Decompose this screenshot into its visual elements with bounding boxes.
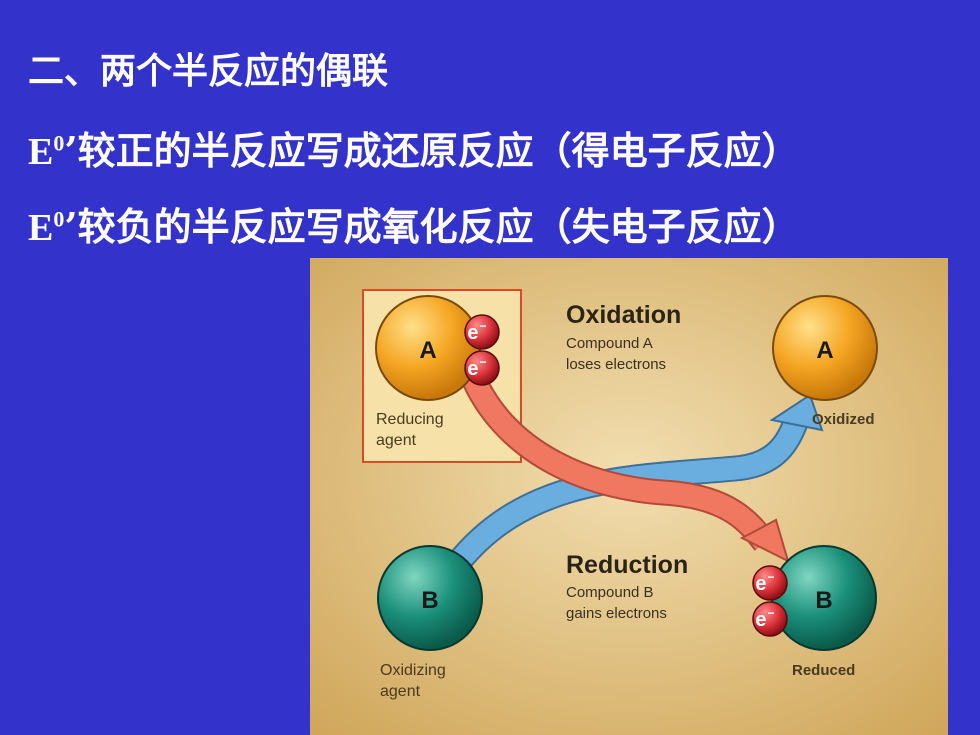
reduction-desc-2: gains electrons	[566, 605, 667, 622]
electron-label: e−	[467, 355, 486, 380]
oxidation-desc-1: Compound A	[566, 335, 653, 352]
blue-electron-arrow	[447, 393, 824, 572]
oxidized-label: Oxidized	[812, 411, 875, 428]
electron-label: e−	[755, 606, 774, 631]
heading-line-3-text: ’较负的半反应写成氧化反应（失电子反应）	[64, 204, 800, 249]
oxidation-title: Oxidation	[566, 301, 681, 329]
reducing-agent-label-1: Reducing	[376, 411, 444, 428]
redox-diagram: A e− e− Reducing agent Oxidation Compoun…	[310, 258, 948, 735]
electron-icon	[752, 565, 788, 601]
oxidizing-agent-label-2: agent	[380, 683, 421, 700]
compound-a-label: A	[419, 337, 436, 364]
red-electron-arrow	[457, 365, 790, 563]
electron-icon	[464, 314, 500, 350]
oxidizing-agent-label-1: Oxidizing	[380, 662, 446, 679]
electron-label: e−	[755, 570, 774, 595]
potential-symbol: E	[28, 131, 54, 173]
heading-line-3: E0’较负的半反应写成氧化反应（失电子反应）	[28, 196, 800, 251]
oxidized-compound-a-sphere	[772, 295, 878, 401]
oxidized-compound-a-label: A	[816, 337, 833, 364]
compound-b-sphere	[377, 545, 483, 651]
reduced-compound-b-label: B	[815, 587, 832, 614]
potential-superscript: 0	[53, 130, 65, 156]
heading-line-1: 二、两个半反应的偶联	[28, 50, 389, 92]
electron-icon	[752, 601, 788, 637]
oxidation-desc-2: loses electrons	[566, 356, 666, 373]
reducing-agent-label-2: agent	[376, 432, 417, 449]
heading-line-2: E0’较正的半反应写成还原反应（得电子反应）	[28, 120, 800, 175]
reduction-title: Reduction	[566, 551, 688, 579]
potential-superscript: 0	[53, 206, 65, 232]
reduction-desc-1: Compound B	[566, 584, 654, 601]
redox-diagram-svg: A e− e− Reducing agent Oxidation Compoun…	[310, 258, 948, 735]
compound-b-label: B	[421, 587, 438, 614]
reduced-label: Reduced	[792, 662, 855, 679]
heading-line-2-text: ’较正的半反应写成还原反应（得电子反应）	[64, 128, 800, 173]
potential-symbol: E	[28, 207, 54, 249]
electron-label: e−	[467, 319, 486, 344]
electron-icon	[464, 350, 500, 386]
